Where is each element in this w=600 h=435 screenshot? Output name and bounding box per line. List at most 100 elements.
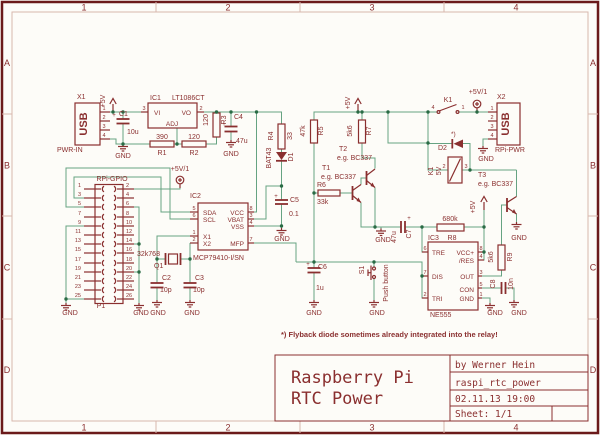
border-col-4: 4 <box>513 423 518 433</box>
label-x2-rpi-pwr: RPi-PWR <box>495 147 525 154</box>
label-x1-pin-3: 3 <box>102 124 105 130</box>
label-p1-ref: P1 <box>97 303 106 310</box>
label-gnd-c6: GND <box>306 310 322 317</box>
gnd-symbol <box>61 303 71 311</box>
label-r1-ref: R1 <box>158 150 167 157</box>
label-x1-usb-label: USB <box>78 112 90 135</box>
label-ic2-vcc: VCC <box>230 210 244 217</box>
label-ic1-val: LT1086CT <box>172 95 205 102</box>
p1-pin-2: 2 <box>126 183 129 189</box>
label-ic2-pin-1: 1 <box>192 230 195 236</box>
label-k1-coil-val: 5V <box>436 166 443 175</box>
diode-d1 <box>276 152 287 162</box>
label-ic3-val: NE555 <box>430 312 452 319</box>
p1-pin-18: 18 <box>126 257 132 263</box>
label-ic2-pin-7: 7 <box>249 237 252 243</box>
gnd-flags <box>61 140 522 311</box>
label-t3-val: e.g. BC337 <box>478 181 513 188</box>
label-ic2-pin-4: 4 <box>249 220 252 226</box>
resistor-r6 <box>317 189 341 197</box>
gnd-symbol <box>369 300 379 308</box>
power-symbols <box>109 97 488 210</box>
border-row-D: D <box>4 365 11 375</box>
label-c2-ref: C2 <box>162 275 171 282</box>
plus5v1-circle-icon <box>472 99 482 112</box>
label-c6-val: 1u <box>316 285 324 292</box>
label-r4-ref: R4 <box>268 131 275 140</box>
label-x2-pin-2: 2 <box>490 115 493 121</box>
label-x1-ref: X1 <box>77 94 86 101</box>
capacitor-c1 <box>116 118 130 125</box>
p1-pin-22: 22 <box>126 275 132 281</box>
gnd-symbol <box>118 144 128 152</box>
label-ic3-vccp: VCC+ <box>456 250 474 257</box>
p1-pin-6: 6 <box>126 201 129 207</box>
label-ic3-pin-7: 7 <box>423 270 426 276</box>
p1-pin-9: 9 <box>78 220 81 226</box>
label-r4-val: 33 <box>287 132 294 140</box>
label-gnd-p1-right: GND <box>133 310 149 317</box>
border-col-2: 2 <box>225 3 230 13</box>
label-ic1-pin-2: 2 <box>199 106 202 112</box>
label-r1-val: 390 <box>156 134 168 141</box>
p1-pin-1: 1 <box>78 183 81 189</box>
p1-pin-12: 12 <box>126 229 132 235</box>
label-gpio-title: RPi-GPIO <box>96 176 128 183</box>
label-ic3-pin-6: 6 <box>423 246 426 252</box>
label-d1-val: BAT43 <box>266 147 273 168</box>
label-ic2-mfp: MFP <box>230 241 244 248</box>
label-r9-ref: R9 <box>507 252 514 261</box>
label-c1-val: 10u <box>127 129 139 136</box>
resistor-r8 <box>436 223 465 232</box>
label-x1-pwr-in: PWR-IN <box>57 147 83 154</box>
label-k1-sw-ref: K1 <box>444 97 453 104</box>
label-q1-ref: Q1 <box>154 263 163 270</box>
label-r3-ref: R3 <box>221 115 228 124</box>
capacitor-c4 <box>224 125 238 133</box>
label-ic2-pin-3: 3 <box>249 213 252 219</box>
title-block-document: raspi_rtc_power <box>455 378 541 389</box>
label-r9-val: 5k6 <box>488 251 495 262</box>
border-row-B: B <box>4 160 10 170</box>
label-plus5v-mid: +5V <box>345 96 352 109</box>
label-c8-ref: C8 <box>490 279 497 288</box>
label-ic3-pin-3: 3 <box>479 270 482 276</box>
p1-pin-20: 20 <box>126 266 132 272</box>
resistor-r4 <box>277 123 286 150</box>
label-c7-val: 47u <box>391 231 398 243</box>
label-c8-val: 10n <box>508 278 515 290</box>
title-block-date: 02.11.13 19:00 <box>455 394 535 405</box>
border-col-2: 2 <box>225 423 230 433</box>
transistor-t3 <box>506 195 517 215</box>
label-ic3-gnd: GND <box>460 296 475 303</box>
label-gnd-x2: GND <box>478 156 494 163</box>
label-gnd-c8: GND <box>511 310 527 317</box>
border-row-A: A <box>4 58 10 68</box>
label-c4-plus: + <box>222 122 226 128</box>
label-t1-val: e.g. BC337 <box>321 174 356 181</box>
label-c7-ref: C7 <box>406 229 413 238</box>
label-x2-pin-4: 4 <box>490 133 493 139</box>
label-gnd-ic3: GND <box>487 310 503 317</box>
flyback-note: *) Flyback diode sometimes already integ… <box>281 330 498 339</box>
label-ic1-vo: VO <box>182 110 191 117</box>
label-x2-pin-3: 3 <box>490 124 493 130</box>
relay-coil-k1 <box>447 156 463 184</box>
sheet-title-line2: RTC Power <box>291 389 383 409</box>
label-t2-ref: T2 <box>339 146 347 153</box>
label-c6-ref: C6 <box>318 264 327 271</box>
label-x2-ref: X2 <box>497 94 506 101</box>
label-r2-ref: R2 <box>190 150 199 157</box>
gnd-symbol <box>276 228 287 236</box>
label-t2-val: e.g. BC337 <box>337 155 372 162</box>
label-k1-coil-ref: K1 <box>428 167 435 176</box>
label-x1-pin-1: 1 <box>102 106 105 112</box>
p1-pin-3: 3 <box>78 192 81 198</box>
diode-d2 <box>451 139 463 149</box>
capacitor-c2 <box>150 282 164 289</box>
label-c1-plus: + <box>112 113 116 119</box>
label-plus5v1-gpio: +5V/1 <box>171 166 190 173</box>
junction-dots <box>64 110 486 301</box>
